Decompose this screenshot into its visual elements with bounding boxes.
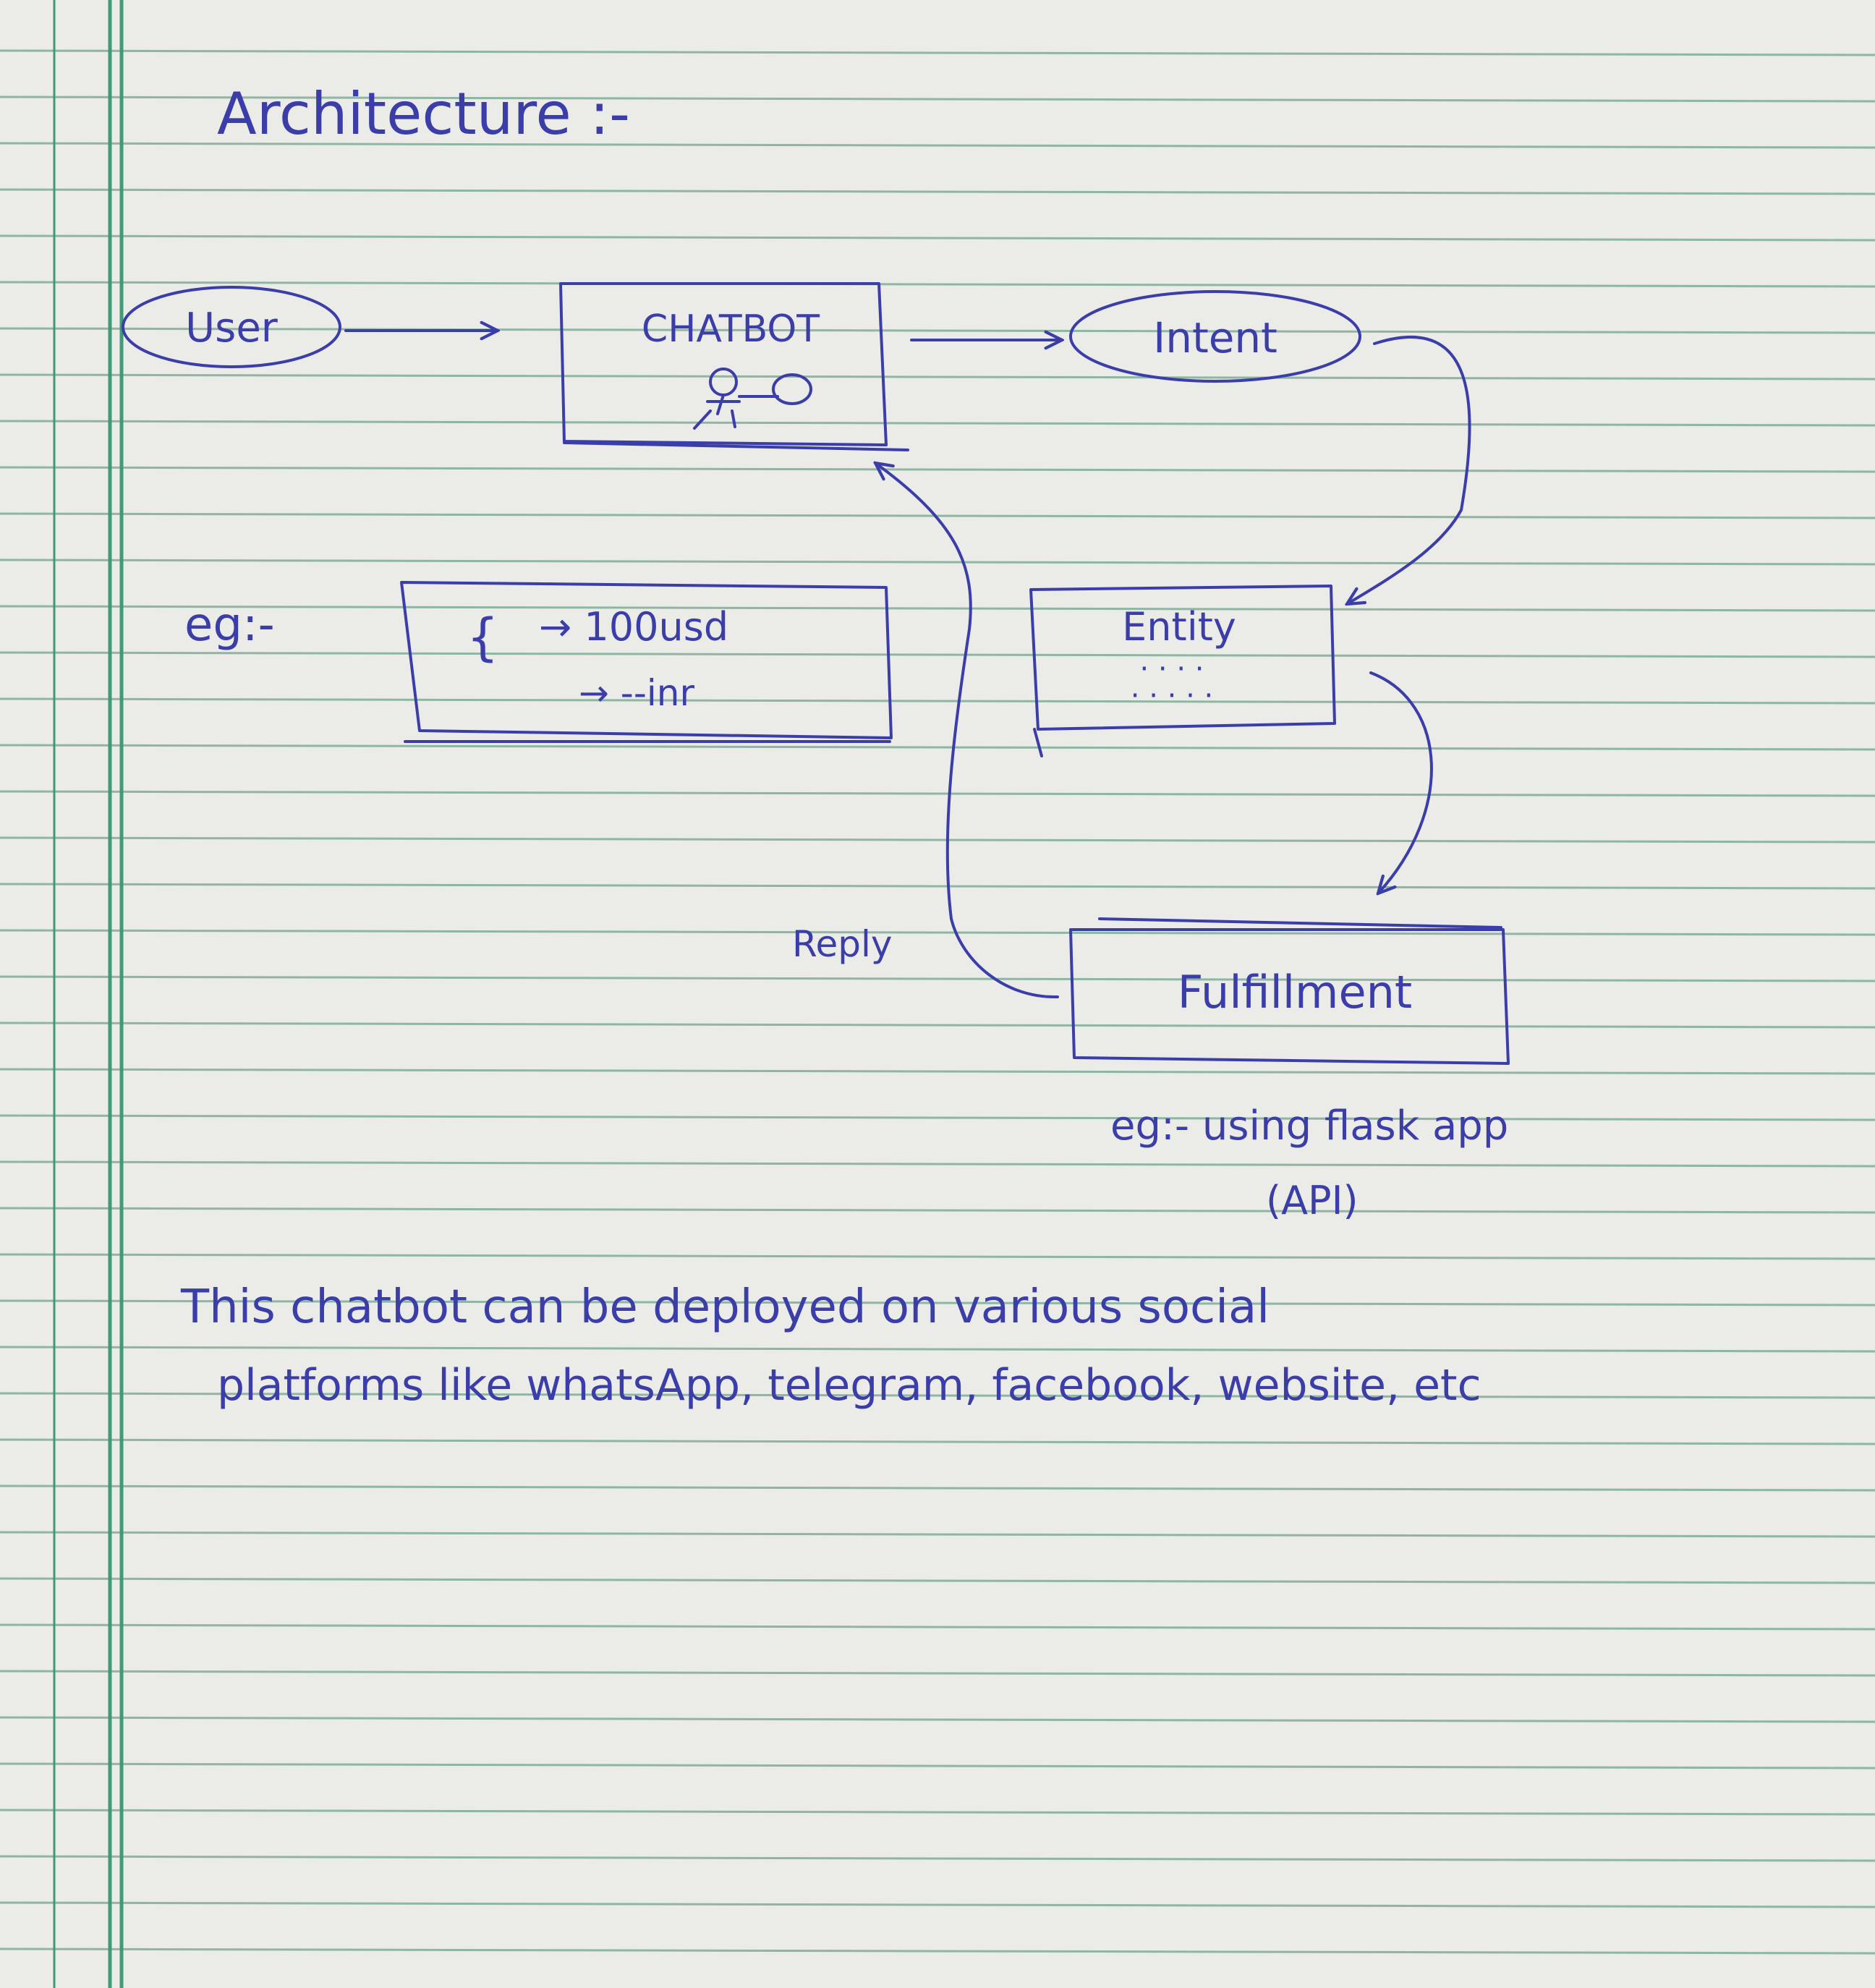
intent-node (1069, 290, 1361, 383)
intent-label: Intent (1153, 313, 1277, 362)
ruled-line (0, 1021, 1875, 1029)
ruled-line (0, 466, 1875, 473)
example-line-2: → --inr (579, 672, 694, 714)
ruled-line (0, 1438, 1875, 1445)
chatbot-label: CHATBOT (642, 307, 820, 351)
fulfillment-node-topline (1098, 917, 1502, 929)
fulfillment-label: Fulfillment (1178, 966, 1412, 1019)
example-label: eg:- (184, 598, 275, 652)
ruled-line (0, 1068, 1875, 1075)
chatbot-node (559, 282, 888, 446)
ruled-line (0, 744, 1875, 751)
ruled-line (0, 975, 1875, 982)
heading: Architecture :- (217, 80, 630, 148)
ruled-line (0, 420, 1875, 427)
ruled-line (0, 1855, 1875, 1862)
entity-placeholder-row-2: · · · · · (1131, 679, 1213, 713)
chatbot-icon (693, 368, 812, 430)
ruled-line (0, 651, 1875, 658)
entity-node-tail (1033, 728, 1043, 757)
reply-label: Reply (792, 923, 892, 965)
ruled-line (0, 1484, 1875, 1492)
fulfillment-note-line-1: eg:- using flask app (1110, 1103, 1508, 1150)
footer-line-1: This chatbot can be deployed on various … (180, 1280, 1270, 1334)
example-line-1: → 100usd (539, 604, 728, 650)
ruled-line (0, 1531, 1875, 1538)
ruled-line (0, 697, 1875, 705)
arrow-reply-to-chatbot (875, 463, 1059, 999)
user-label: User (185, 305, 279, 352)
example-box (400, 581, 893, 739)
ruled-line (0, 1114, 1875, 1121)
example-brace: { (467, 608, 499, 667)
ruled-line (0, 142, 1875, 149)
ruled-line (0, 327, 1875, 334)
ruled-line (0, 1623, 1875, 1631)
ruled-line (0, 49, 1875, 56)
ruled-line (0, 1160, 1875, 1168)
ruled-line (0, 1207, 1875, 1214)
ruled-line (0, 1947, 1875, 1955)
ruled-line (0, 281, 1875, 288)
ruled-line (0, 1253, 1875, 1260)
entity-node (1029, 585, 1336, 731)
ruled-line (0, 929, 1875, 936)
ruled-line (0, 1901, 1875, 1908)
arrow-entity-to-fulfillment (1369, 671, 1433, 893)
ruled-line (0, 1716, 1875, 1723)
ruled-lines (0, 49, 1875, 1955)
ruled-line (0, 95, 1875, 103)
fulfillment-note-line-2: (API) (1266, 1178, 1359, 1223)
ruled-line (0, 1577, 1875, 1584)
arrow-intent-to-entity (1347, 335, 1471, 604)
ruled-line (0, 1299, 1875, 1307)
ruled-line (0, 188, 1875, 195)
ruled-line (0, 1809, 1875, 1816)
ruled-line (0, 1762, 1875, 1770)
ruled-line (0, 883, 1875, 890)
entity-placeholder-row-1: · · · · (1139, 653, 1204, 686)
fulfillment-node (1069, 928, 1510, 1065)
chatbot-node-underline (563, 441, 909, 451)
ruled-line (0, 836, 1875, 844)
ruled-line (0, 373, 1875, 381)
ruled-line (0, 1346, 1875, 1353)
footer-line-2: platforms like whatsApp, telegram, faceb… (217, 1360, 1481, 1411)
ruled-line (0, 234, 1875, 242)
ruled-line (0, 605, 1875, 612)
user-node (122, 286, 341, 368)
entity-label: Entity (1122, 604, 1236, 650)
ruled-line (0, 1392, 1875, 1399)
ruled-line (0, 1670, 1875, 1677)
ruled-line (0, 558, 1875, 566)
ruled-line (0, 790, 1875, 797)
ruled-line (0, 512, 1875, 519)
